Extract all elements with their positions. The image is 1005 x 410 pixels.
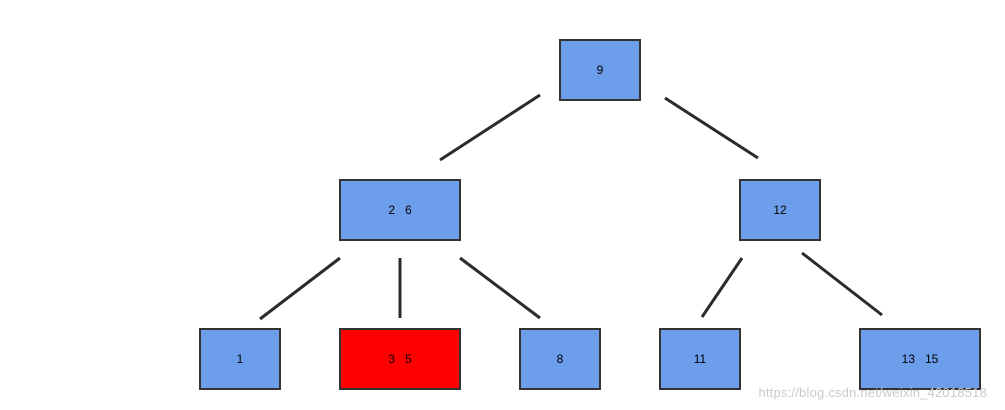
node-key: 8 bbox=[556, 352, 564, 366]
edge-left-leftleaf bbox=[259, 256, 341, 321]
edge-right-rightleaf bbox=[801, 251, 883, 317]
node-key: 9 bbox=[596, 63, 604, 77]
edge-right-leftleaf bbox=[700, 257, 744, 318]
node-key: 11 bbox=[693, 352, 707, 366]
node-key: 15 bbox=[925, 352, 939, 366]
node-key: 6 bbox=[405, 203, 412, 217]
node-key: 2 bbox=[388, 203, 395, 217]
tree-leaf-right-right: 13 15 bbox=[859, 328, 981, 390]
watermark-url: https://blog.csdn.net/weixin_42018518 bbox=[758, 385, 987, 400]
tree-leaf-left-middle-highlighted: 3 5 bbox=[339, 328, 461, 390]
edge-root-left bbox=[439, 93, 541, 162]
tree-node-left: 2 6 bbox=[339, 179, 461, 241]
node-key: 12 bbox=[773, 203, 787, 217]
node-key: 1 bbox=[236, 352, 244, 366]
tree-leaf-left-left: 1 bbox=[199, 328, 281, 390]
edge-left-rightleaf bbox=[459, 256, 541, 320]
node-key: 5 bbox=[405, 352, 412, 366]
tree-leaf-right-left: 11 bbox=[659, 328, 741, 390]
tree-leaf-left-right: 8 bbox=[519, 328, 601, 390]
tree-node-root: 9 bbox=[559, 39, 641, 101]
node-key: 3 bbox=[388, 352, 395, 366]
node-key: 13 bbox=[901, 352, 915, 366]
tree-node-right: 12 bbox=[739, 179, 821, 241]
edge-root-right bbox=[664, 96, 759, 160]
